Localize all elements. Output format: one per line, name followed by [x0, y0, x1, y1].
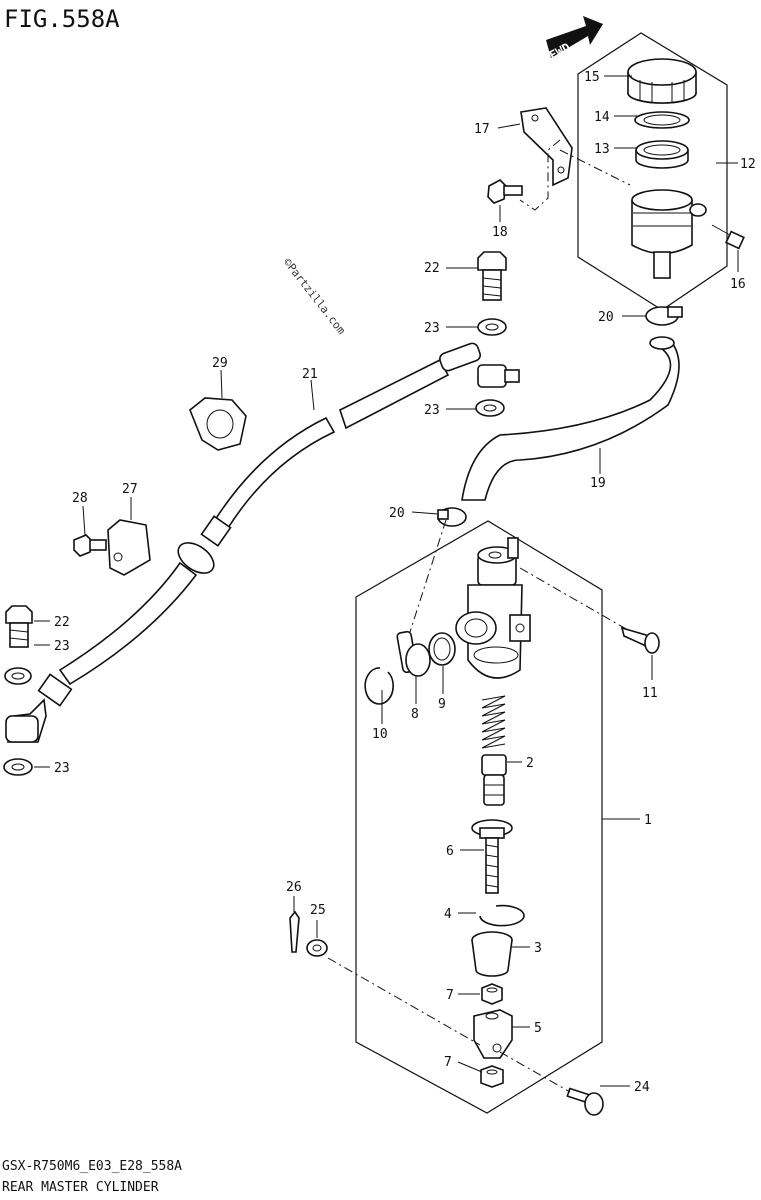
watermark: ©Partzilla.com [281, 256, 349, 337]
lock-nut-lower [480, 1065, 504, 1088]
clevis [473, 1009, 513, 1059]
push-rod [471, 819, 513, 894]
master-cylinder-outline [355, 520, 603, 1114]
callout-22-upper: 22 [424, 261, 440, 276]
alignment-line-reservoir [559, 149, 631, 186]
gasket-upper-2 [475, 399, 505, 417]
hose-clip [189, 397, 247, 451]
callout-10: 10 [372, 727, 388, 742]
bracket-bolt [487, 179, 523, 204]
callout-18: 18 [492, 225, 508, 240]
callout-14: 14 [594, 110, 610, 125]
diagram-caption: REAR MASTER CYLINDER [2, 1180, 159, 1195]
callout-23-lower-1: 23 [54, 639, 70, 654]
reservoir-screw [711, 224, 745, 250]
callout-23-upper-2: 23 [424, 403, 440, 418]
callout-2: 2 [526, 756, 534, 771]
callout-1: 1 [644, 813, 652, 828]
callout-23-lower-2: 23 [54, 761, 70, 776]
callout-3: 3 [534, 941, 542, 956]
callout-6: 6 [446, 844, 454, 859]
callout-16: 16 [730, 277, 746, 292]
callout-7-upper: 7 [446, 988, 454, 1003]
reservoir-assembly-outline [577, 32, 728, 311]
gasket-upper-1 [477, 318, 507, 336]
alignment-line-pin [327, 957, 571, 1093]
callout-29: 29 [212, 356, 228, 371]
callout-19: 19 [590, 476, 606, 491]
alignment-line-screw [519, 567, 629, 631]
circlip-upper [364, 667, 394, 705]
reservoir-bracket [520, 107, 573, 187]
clevis-pin [566, 1087, 604, 1116]
rod-boot [471, 931, 513, 977]
callout-28: 28 [72, 491, 88, 506]
leader-lines [34, 75, 739, 1087]
model-code: GSX-R750M6_E03_E28_558A [2, 1159, 182, 1174]
reservoir-diaphragm [635, 140, 689, 169]
alignment-line-inlet [409, 519, 447, 633]
master-cylinder-body [455, 537, 531, 679]
reservoir-hose [461, 337, 680, 501]
circlip-lower [479, 904, 525, 927]
brake-hose [5, 342, 520, 743]
hose-clamp-lower [437, 507, 467, 527]
forward-arrow-icon: FWD [546, 16, 603, 63]
gasket-lower-2 [3, 758, 33, 776]
washer [306, 939, 328, 957]
holder-bolt [73, 534, 107, 557]
alignment-line-bracket [519, 139, 561, 211]
gasket-lower-1 [4, 667, 32, 685]
callout-15: 15 [584, 70, 600, 85]
hose-holder [107, 519, 151, 576]
callout-8: 8 [411, 707, 419, 722]
cotter-pin [289, 910, 300, 953]
callout-12: 12 [740, 157, 756, 172]
hose-clamp-upper [645, 306, 683, 326]
callout-11: 11 [642, 686, 658, 701]
callout-20-lower: 20 [389, 506, 405, 521]
union-bolt-lower [5, 605, 33, 648]
piston-spring [481, 695, 507, 806]
callout-5: 5 [534, 1021, 542, 1036]
union-bolt-upper [477, 251, 507, 301]
callout-9: 9 [438, 697, 446, 712]
reservoir-body [631, 189, 707, 279]
reservoir-plate [634, 111, 690, 129]
callout-26: 26 [286, 880, 302, 895]
lock-nut-upper [481, 983, 503, 1005]
callout-20-upper: 20 [598, 310, 614, 325]
callout-7-lower: 7 [444, 1055, 452, 1070]
inlet-connector [396, 630, 431, 677]
body-screw [620, 626, 660, 654]
figure-title: FIG.558A [4, 5, 120, 33]
callout-13: 13 [594, 142, 610, 157]
callout-4: 4 [444, 907, 452, 922]
reservoir-cap [627, 58, 697, 104]
callout-22-lower: 22 [54, 615, 70, 630]
callout-24: 24 [634, 1080, 650, 1095]
callout-17: 17 [474, 122, 490, 137]
callout-25: 25 [310, 903, 326, 918]
o-ring [428, 632, 456, 666]
callout-23-upper-1: 23 [424, 321, 440, 336]
callout-21: 21 [302, 367, 318, 382]
callout-27: 27 [122, 482, 138, 497]
